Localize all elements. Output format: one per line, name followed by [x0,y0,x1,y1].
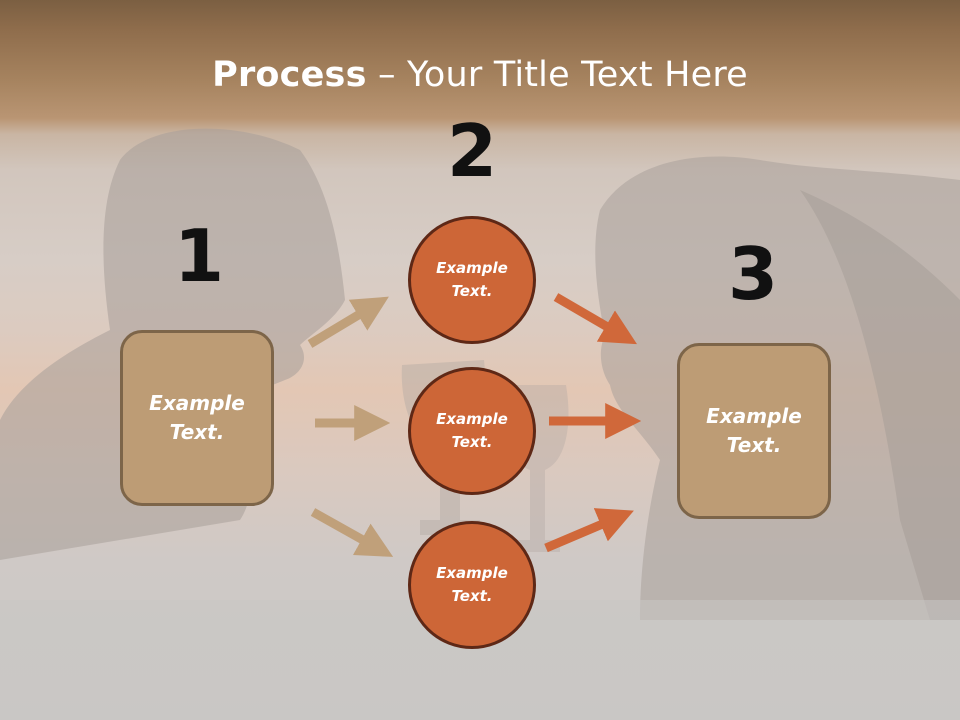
step-3-text: Example Text. [706,404,802,457]
arrow-box1-to-circle-bottom [310,508,394,557]
circle-middle-text: Example Text. [436,410,508,451]
circle-bottom: Example Text. [408,521,536,649]
circle-top-text: Example Text. [436,259,508,300]
step-number-1: 1 [173,214,225,298]
arrow-circle-bottom-to-box3 [544,508,634,553]
step-number-2: 2 [446,109,498,193]
step-number-3: 3 [727,232,779,316]
title-bold: Process [212,55,367,95]
step-1-box: Example Text. [120,330,274,506]
step-1-text: Example Text. [149,391,245,444]
arrow-box1-to-circle-top [307,296,389,348]
woman-hair [800,190,960,620]
step-3-box: Example Text. [677,343,831,519]
circle-middle: Example Text. [408,367,536,495]
slide-title: Process – Your Title Text Here [0,52,960,98]
arrow-circle-top-to-box3 [553,293,638,345]
circle-top: Example Text. [408,216,536,344]
title-rest: – Your Title Text Here [366,55,748,95]
circle-bottom-text: Example Text. [436,564,508,605]
